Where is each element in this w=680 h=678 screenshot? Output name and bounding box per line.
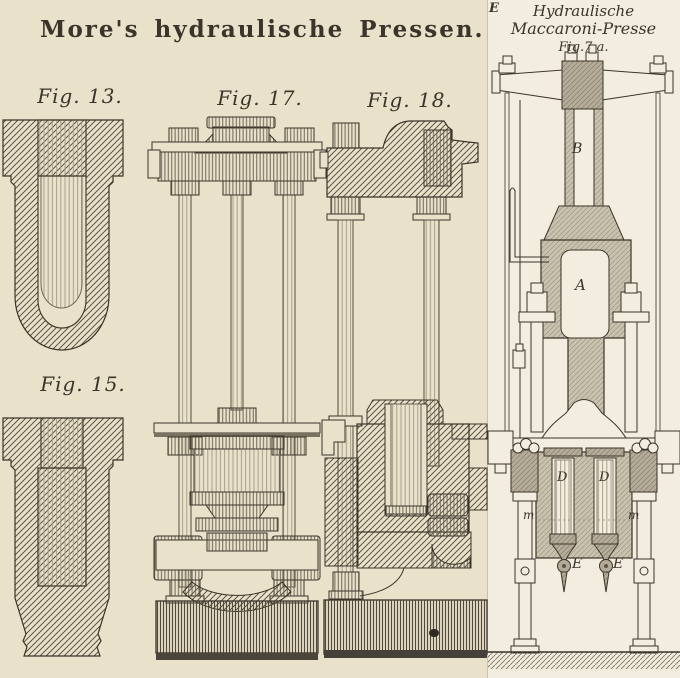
fig7a-leg-left	[510, 438, 540, 654]
fig17-ram-cap	[217, 407, 257, 425]
fig13-drawing	[2, 119, 124, 351]
label-leg-m-left: m	[523, 508, 535, 522]
fig17-crosshead-body	[157, 151, 317, 182]
plate-title: More's hydraulische Pressen.	[40, 16, 485, 43]
fig7a-column-left	[530, 321, 544, 433]
fig17-base-block	[155, 600, 319, 654]
label-press-d-left: D	[557, 470, 568, 485]
label-cylinder-b: B	[572, 141, 583, 157]
fig7a-drawing	[487, 44, 680, 669]
panel-corner-letter: E	[489, 1, 499, 16]
fig18-drawing	[319, 120, 488, 658]
fig7a-valve	[512, 349, 526, 369]
fig7a-tie-rod-right	[655, 92, 661, 441]
fig17-ram-body	[193, 448, 281, 493]
fig18-label: Fig. 18.	[367, 88, 453, 112]
fig18-lower-slab	[356, 531, 472, 569]
fig17-drawing	[147, 116, 327, 660]
fig15-drawing	[2, 417, 124, 657]
fig13-plunger-guide	[37, 119, 87, 177]
label-cylinder-a: A	[575, 276, 586, 294]
panel-title-line3: Fig.7 a.	[558, 40, 609, 55]
fig7a-nozzle-right	[593, 543, 619, 593]
fig7a-tie-rod-left	[504, 92, 510, 441]
fig7a-nozzle-left	[551, 543, 577, 593]
fig18-plunger	[390, 403, 422, 507]
label-press-d-right: D	[599, 470, 610, 485]
fig17-crosshead-boss-left	[147, 149, 161, 179]
fig15-bore	[37, 467, 87, 587]
label-leg-m-right: m	[628, 508, 640, 522]
panel-title-line2: Maccaroni-Presse	[510, 19, 657, 38]
fig7a-leg-right	[629, 438, 659, 654]
fig13-plunger	[40, 175, 83, 309]
fig15-plunger-guide	[40, 417, 84, 469]
fig7a-feed-pipe	[509, 187, 549, 263]
fig7a-column-right	[624, 321, 638, 433]
fig17-platen	[153, 422, 321, 434]
fig7a-cylinder-a-cavity	[560, 249, 610, 339]
label-nozzle-e-right: E	[613, 556, 624, 572]
fig17-top-cap-rim	[206, 116, 276, 129]
panel-title-line1: Hydraulische	[532, 2, 635, 20]
label-nozzle-e-left: E	[572, 556, 583, 572]
fig17-column-right	[282, 194, 296, 588]
fig13-label: Fig. 13.	[37, 84, 123, 108]
fig15-label: Fig. 15.	[40, 372, 126, 396]
fig7a-ground	[488, 652, 680, 669]
fig7a-top-beam	[491, 44, 674, 110]
fig17-column-center	[230, 194, 244, 411]
fig18-base-block	[323, 599, 488, 655]
fig7a-crosshead-bell	[541, 399, 627, 439]
fig17-label: Fig. 17.	[217, 86, 303, 110]
fig17-column-left	[178, 194, 192, 588]
fig17-crosshead-plate	[151, 141, 323, 153]
